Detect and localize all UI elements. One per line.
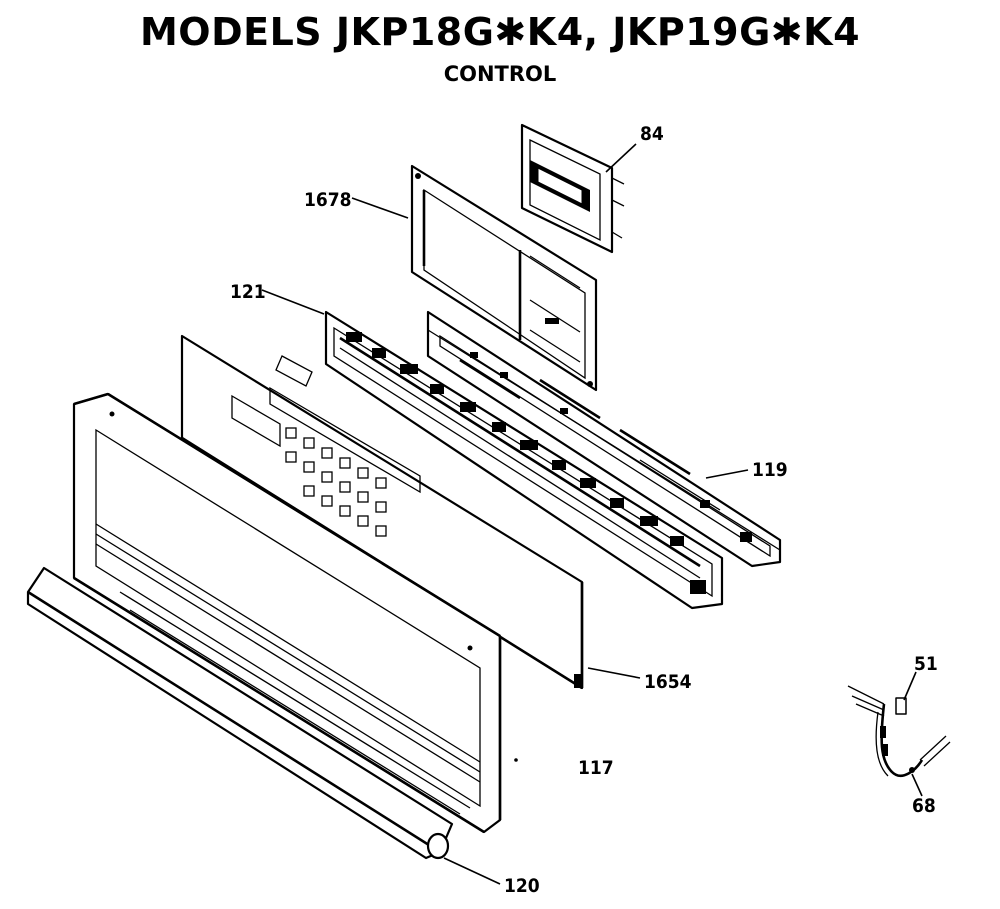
callout-120: 120 xyxy=(504,875,540,897)
part-119-channel xyxy=(426,310,782,568)
part-84-display-board xyxy=(520,123,625,254)
part-117-front-frame xyxy=(72,392,518,834)
diagram-title: MODELS JKP18G✱K4, JKP19G✱K4 xyxy=(139,10,861,54)
keypad-grid xyxy=(285,427,387,537)
callout-84: 84 xyxy=(640,123,664,145)
leader-lines xyxy=(261,143,923,885)
part-121-control-board xyxy=(324,310,724,610)
callout-68: 68 xyxy=(912,795,936,817)
part-1678-bracket xyxy=(410,164,598,392)
callout-119: 119 xyxy=(752,459,788,481)
callout-1654: 1654 xyxy=(644,671,692,693)
part-51-68-wire-harness xyxy=(847,685,951,778)
part-120-trim-strip xyxy=(26,566,454,860)
callout-117: 117 xyxy=(578,757,614,779)
callout-1678: 1678 xyxy=(304,189,352,211)
callout-51: 51 xyxy=(914,653,938,675)
callout-121: 121 xyxy=(230,281,266,303)
diagram-subtitle: CONTROL xyxy=(443,62,557,86)
